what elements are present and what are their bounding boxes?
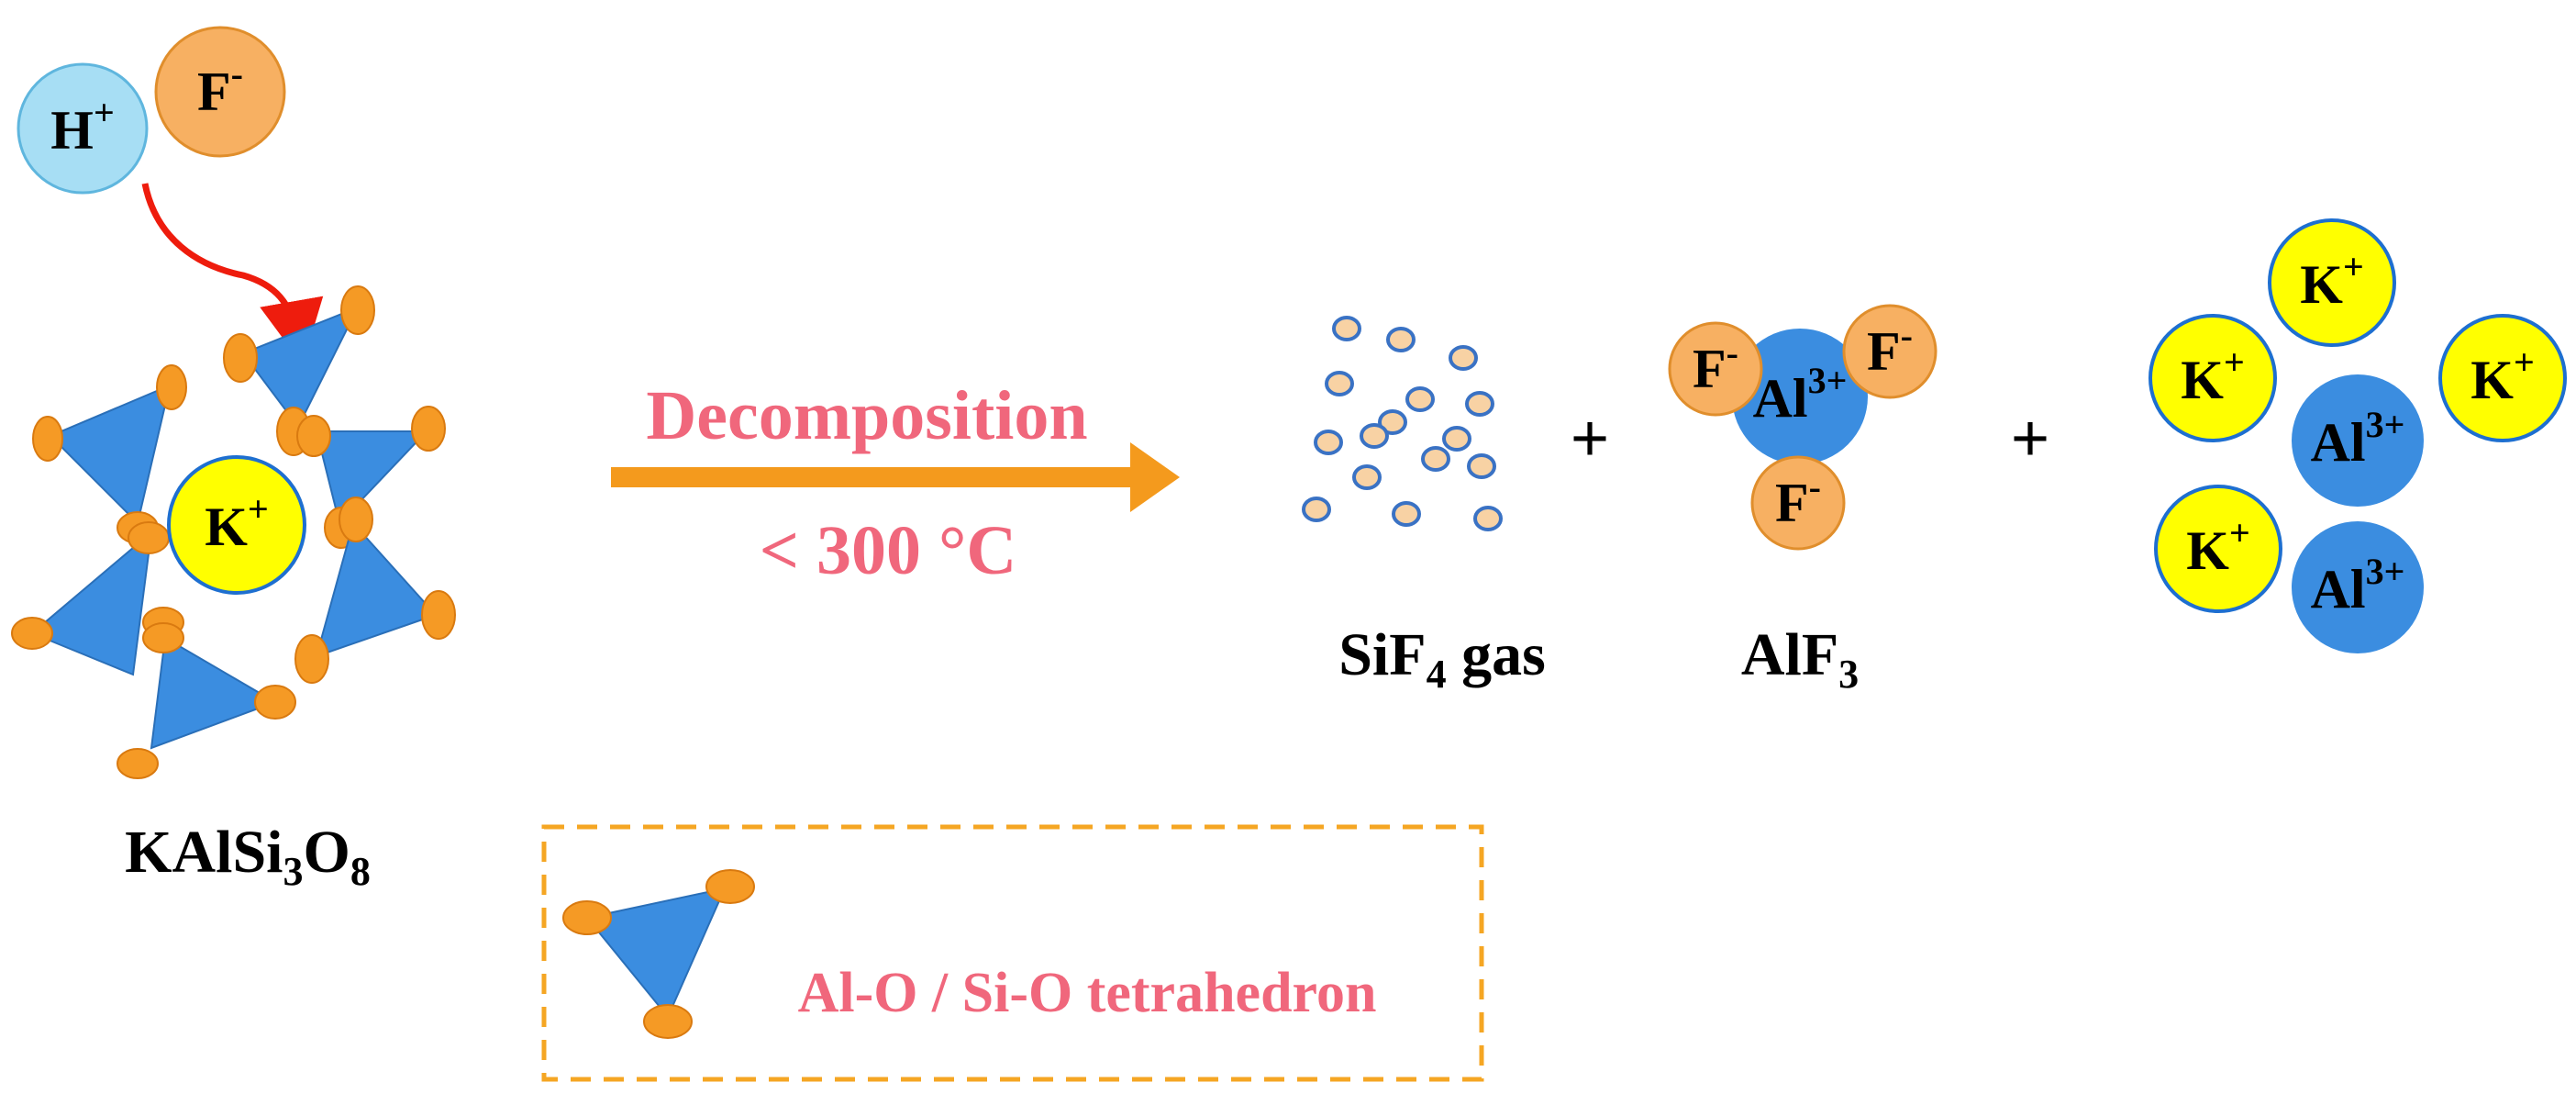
svg-text:Al3+: Al3+ — [2311, 551, 2405, 619]
potassium-ion: K+ — [167, 455, 306, 595]
gas-particle — [1392, 501, 1421, 527]
tetrahedron — [117, 622, 296, 779]
legend-box: Al-O / Si-O tetrahedron — [541, 824, 1484, 1082]
oxygen-atom — [156, 364, 187, 410]
aluminum-ion: Al3+ — [2292, 374, 2424, 507]
hydrogen-fluoride-pair: F- H+ — [17, 26, 286, 195]
potassium-ion: K+ — [2149, 314, 2277, 442]
fluoride-ion: F- — [1750, 455, 1846, 551]
oxygen-atom — [117, 748, 159, 779]
fluoride-ion: F- — [154, 26, 286, 158]
svg-text:F-: F- — [1867, 315, 1913, 382]
sif4-gas-label: SiF4 gas — [1338, 621, 1546, 697]
oxygen-atom — [142, 622, 184, 653]
gas-particle — [1405, 386, 1435, 412]
oxygen-atom — [11, 617, 53, 650]
oxygen-atom — [32, 416, 63, 462]
fluoride-ion: F- — [1842, 304, 1938, 399]
aluminum-ion: Al3+ — [2292, 521, 2424, 653]
fluoride-ion: F- — [1668, 321, 1763, 417]
potassium-ion: K+ — [2268, 218, 2396, 347]
oxygen-atom — [296, 415, 331, 457]
oxygen-atom — [562, 900, 612, 935]
gas-particle — [1465, 391, 1494, 417]
gas-particle — [1352, 464, 1382, 490]
condition-bottom-label: < 300 °C — [760, 512, 1017, 589]
svg-text:K+: K+ — [2471, 341, 2534, 410]
gas-particle — [1325, 371, 1354, 396]
free-ions-cluster: K+ K+ K+ K+ Al3+ — [2149, 218, 2567, 653]
hydrogen-ion: H+ — [17, 62, 149, 195]
svg-text:Al3+: Al3+ — [1753, 360, 1848, 429]
reaction-arrow — [611, 442, 1180, 512]
tetrahedron — [294, 497, 456, 684]
oxygen-atom — [254, 685, 296, 720]
svg-text:K+: K+ — [2186, 512, 2249, 581]
gas-particle — [1449, 345, 1478, 371]
gas-particle — [1473, 506, 1503, 531]
oxygen-atom — [339, 497, 373, 542]
potassium-ion: K+ — [2438, 314, 2567, 442]
aluminum-ion: Al3+ — [1732, 329, 1868, 464]
legend-text: Al-O / Si-O tetrahedron — [798, 962, 1377, 1024]
svg-text:F-: F- — [197, 53, 243, 122]
condition-top-label: Decomposition — [646, 377, 1087, 454]
gas-particle — [1332, 316, 1361, 341]
gas-particle — [1302, 497, 1331, 522]
svg-text:K+: K+ — [2181, 341, 2244, 410]
alf3-label: AlF3 — [1741, 621, 1859, 697]
svg-text:F-: F- — [1693, 332, 1738, 399]
kalsi3o8-label: KAlSi3O8 — [125, 819, 371, 894]
oxygen-atom — [705, 869, 755, 904]
oxygen-atom — [643, 1004, 693, 1039]
oxygen-atom — [128, 521, 170, 554]
svg-text:F-: F- — [1775, 466, 1821, 533]
gas-particle — [1360, 423, 1389, 449]
svg-text:K+: K+ — [2300, 246, 2363, 315]
gas-particle — [1386, 327, 1416, 352]
oxygen-atom — [294, 634, 329, 684]
oxygen-atom — [411, 406, 446, 452]
gas-particle — [1421, 446, 1450, 472]
plus-sign-2: + — [2011, 402, 2049, 475]
potassium-ion: K+ — [2154, 485, 2282, 613]
gas-particle — [1442, 426, 1471, 452]
svg-text:Al3+: Al3+ — [2311, 404, 2405, 473]
plus-sign-1: + — [1571, 402, 1609, 475]
tetrahedron — [32, 364, 187, 544]
svg-text:H+: H+ — [50, 92, 114, 161]
gas-particle — [1378, 409, 1407, 435]
gas-particle — [1467, 453, 1496, 479]
sif4-gas-particles — [1302, 316, 1503, 531]
kalsi3o8-framework: K+ — [11, 285, 456, 779]
svg-text:K+: K+ — [205, 488, 268, 557]
oxygen-atom — [340, 285, 375, 335]
alf3-cluster: Al3+ F- F- F- — [1668, 304, 1938, 551]
gas-particle — [1314, 430, 1343, 455]
legend-tetrahedron-icon — [562, 869, 755, 1039]
attack-arrow — [141, 183, 324, 365]
oxygen-atom — [421, 590, 456, 640]
oxygen-atom — [223, 333, 258, 383]
